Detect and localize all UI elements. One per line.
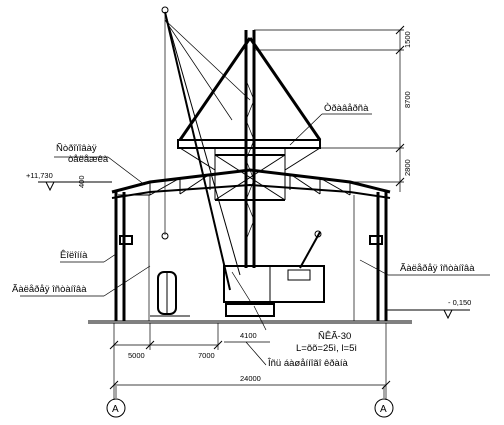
dimensions-horizontal	[109, 323, 391, 400]
right-column	[369, 192, 388, 321]
label-trolley-line1: Ñòðîïîâàÿ	[56, 143, 97, 154]
dim-mid-height: 8700	[403, 91, 412, 108]
dim-mid-span: 7000	[198, 351, 215, 360]
crawler-excavator	[223, 230, 325, 317]
axis-right	[374, 386, 394, 418]
left-column	[114, 192, 150, 321]
label-column: Êîëîííà	[60, 250, 88, 261]
hoisted-load	[150, 271, 190, 317]
label-machine-params: L=õõ=25ì, l=5ì	[296, 343, 357, 354]
label-trolley-line2: òåëåæêà	[68, 154, 109, 165]
ground	[88, 320, 412, 324]
axis-left	[106, 386, 126, 418]
inner-columns	[148, 195, 355, 321]
label-tower-axis: Îñü áàøåííîãî êðàíà	[267, 358, 348, 369]
tower-top-frame	[177, 37, 322, 201]
elevation-left-text: +11,730	[26, 171, 53, 180]
dim-crane-width: 4100	[240, 331, 257, 340]
elevation-right	[386, 309, 470, 320]
elevation-right-text: - 0,150	[448, 298, 471, 307]
label-gallery-left: Ãàëåðåÿ îñòàíîâà	[12, 284, 87, 295]
dim-lower-height: 2800	[403, 159, 412, 176]
roof-truss	[111, 168, 391, 199]
label-crane-top: Òðàâåðñà	[324, 103, 369, 114]
dim-total-span: 24000	[240, 374, 261, 383]
axis-right-label: A	[380, 404, 387, 415]
elevation-left	[38, 181, 112, 192]
label-gallery-right: Ãàëåðåÿ îñòàíîâà	[400, 263, 475, 274]
axis-left-label: A	[112, 404, 119, 415]
dim-top-height: 1500	[403, 31, 412, 48]
dimensions-vertical-right	[254, 25, 405, 192]
label-machine: ÑÊÃ-30	[318, 331, 351, 342]
dim-left-span: 5000	[128, 351, 145, 360]
mobile-crane-boom	[161, 6, 251, 291]
dim-side-400: 400	[77, 175, 86, 188]
leader-lines	[20, 113, 490, 366]
